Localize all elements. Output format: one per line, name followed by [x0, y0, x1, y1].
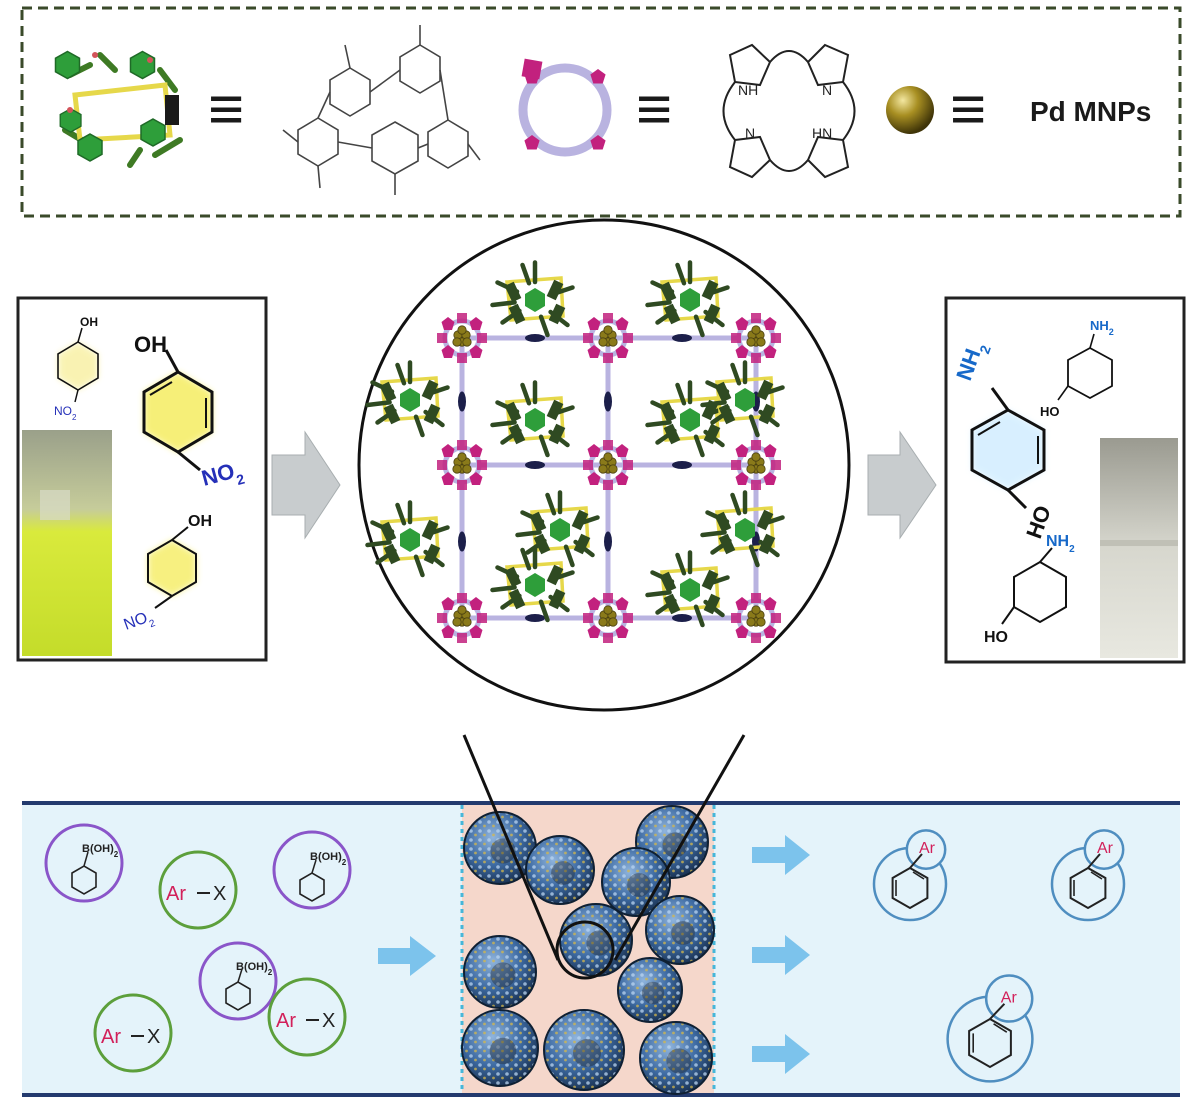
porphyrin-node: [437, 593, 487, 643]
arx-ar-2: Ar: [276, 1010, 296, 1032]
porphyrin-structure-icon: [722, 43, 856, 179]
porphyrin-node: [437, 440, 487, 490]
ar-label: Ar: [1001, 990, 1018, 1007]
pillararene-unit: [700, 490, 785, 568]
pillararene-unit: [490, 545, 575, 623]
nh2-label-small: NH2: [1090, 318, 1114, 337]
pillararene-unit: [645, 380, 730, 458]
boronic-acid-1: [44, 823, 124, 903]
porphyrin-node: [731, 440, 781, 490]
catalyst-sphere: [461, 1009, 539, 1087]
biaryl-product: Ar: [1050, 829, 1126, 922]
pillararene-unit: [490, 380, 575, 458]
catalyst-sphere: [639, 1021, 713, 1095]
boronic-label-2: B(OH)2: [310, 851, 347, 867]
equiv-symbol-3: ≡: [950, 75, 986, 144]
pd-nanoparticle-icon: [886, 86, 934, 134]
pillararene-unit: [490, 260, 575, 338]
arx-x-3: X: [147, 1026, 160, 1048]
no2-label-small: NO2: [54, 404, 77, 422]
aminophenol-small-molecule: [1057, 333, 1113, 401]
gray-arrow-right: [867, 430, 937, 540]
ho-label-small: HO: [1040, 404, 1060, 419]
pillararene-structure-icon: [282, 25, 481, 195]
pillararene-model-icon: [54, 50, 183, 168]
oh-label-small: OH: [80, 315, 98, 329]
boronic-acid-2: [272, 830, 352, 910]
pillararene-unit: [700, 360, 785, 438]
catalyst-sphere: [617, 957, 683, 1023]
aminophenol-large-molecule: [970, 387, 1046, 510]
arx-ar-3: Ar: [101, 1026, 121, 1048]
legend-box: [20, 6, 1182, 218]
pillararene-unit: [365, 500, 450, 578]
boronic-label-3: B(OH)2: [236, 961, 273, 977]
porphyrin-node: [583, 313, 633, 363]
porphyrin-node: [731, 313, 781, 363]
catalyst-spheres: [461, 805, 715, 1095]
ho-label-mid: HO: [984, 629, 1008, 646]
porphyrin-node: [583, 593, 633, 643]
arx-x-2: X: [322, 1010, 335, 1032]
blue-arrow-out-1: [752, 835, 810, 875]
porphyrin-nh-top: NH: [738, 82, 758, 98]
oh-label-large: OH: [134, 332, 167, 357]
biaryl-product: Ar: [946, 974, 1034, 1083]
nitrophenol-small-molecule: [57, 327, 99, 403]
ar-label: Ar: [1097, 840, 1114, 857]
equiv-symbol-1: ≡: [208, 75, 244, 144]
biaryl-product: Ar: [872, 829, 948, 922]
gray-arrow-left: [271, 430, 341, 540]
nitrophenol-large-molecule: [142, 349, 214, 472]
porphyrin-n-bottom: N: [745, 125, 755, 141]
nitrophenol-mid-molecule: [147, 526, 197, 609]
arx-ar-1: Ar: [166, 883, 186, 905]
pillararene-unit: [645, 550, 730, 628]
porphyrin-node: [731, 593, 781, 643]
blue-arrow-in: [378, 936, 436, 976]
catalyst-sphere: [645, 895, 715, 965]
porphyrin-hn-bottom: HN: [812, 125, 832, 141]
catalyst-sphere: [543, 1009, 625, 1091]
nh2-label-mid: NH2: [1046, 533, 1075, 555]
framework-structure: [365, 260, 785, 643]
porphyrin-n-top: N: [822, 82, 832, 98]
aminophenol-mid-molecule: [1001, 547, 1067, 625]
oh-label-mid: OH: [188, 513, 212, 530]
blue-arrow-out-3: [752, 1034, 810, 1074]
zoom-line-left: [462, 734, 560, 961]
pillararene-unit: [645, 260, 730, 338]
aryl-halide-3: [93, 993, 173, 1073]
pillararene-unit: [515, 490, 600, 568]
zoom-line-right: [613, 734, 746, 961]
zoom-focus-circle: [555, 920, 615, 980]
catalyst-sphere: [559, 903, 633, 977]
boronic-label-1: B(OH)2: [82, 843, 119, 859]
arx-x-1: X: [213, 883, 226, 905]
catalyst-sphere: [601, 847, 671, 917]
catalyst-sphere: [525, 835, 595, 905]
pd-mnps-label: Pd MNPs: [1030, 96, 1151, 127]
porphyrin-node: [583, 440, 633, 490]
clear-vial: [1100, 438, 1178, 658]
boronic-acid-3: [198, 941, 278, 1021]
porphyrin-ring-model-icon: [518, 58, 612, 157]
aryl-halide-2: [267, 977, 347, 1057]
ar-label: Ar: [919, 840, 936, 857]
blue-arrow-out-2: [752, 935, 810, 975]
porphyrin-node: [437, 313, 487, 363]
equiv-symbol-2: ≡: [636, 75, 672, 144]
yellow-vial: [22, 430, 112, 656]
aryl-halide-1: [158, 850, 238, 930]
catalyst-sphere: [463, 935, 537, 1009]
pillararene-unit: [365, 360, 450, 438]
